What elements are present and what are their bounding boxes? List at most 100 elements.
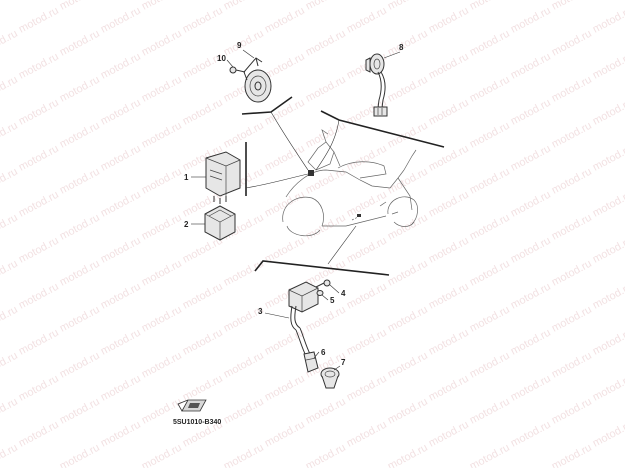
watermark-text: motod.ru: [58, 166, 102, 197]
watermark-text: motod.ru: [17, 189, 61, 220]
callout-5: 5: [321, 294, 335, 305]
watermark-text: motod.ru: [58, 74, 102, 105]
watermark-text: motod.ru: [386, 28, 430, 59]
watermark-text: motod.ru: [550, 396, 594, 427]
watermark-text: motod.ru: [591, 143, 625, 174]
watermark-text: motod.ru: [222, 120, 266, 151]
watermark-text: motod.ru: [17, 373, 61, 404]
watermark-text: motod.ru: [0, 258, 20, 289]
coil-washer-part: [316, 290, 324, 296]
watermark-text: motod.ru: [58, 442, 102, 468]
watermark-text: motod.ru: [140, 442, 184, 468]
group-line-horn: [241, 96, 309, 171]
watermark-text: motod.ru: [468, 442, 512, 468]
watermark-text: motod.ru: [345, 327, 389, 358]
watermark-text: motod.ru: [304, 28, 348, 59]
watermark-text: motod.ru: [99, 143, 143, 174]
watermark-text: motod.ru: [386, 396, 430, 427]
watermark-text: motod.ru: [509, 373, 553, 404]
watermark-text: motod.ru: [58, 258, 102, 289]
watermark-text: motod.ru: [468, 212, 512, 243]
watermark-text: motod.ru: [0, 0, 20, 13]
watermark-text: motod.ru: [386, 304, 430, 335]
watermark-text: motod.ru: [468, 396, 512, 427]
watermark-text: motod.ru: [468, 166, 512, 197]
watermark-text: motod.ru: [550, 166, 594, 197]
svg-text:3: 3: [258, 307, 263, 316]
watermark-text: motod.ru: [427, 373, 471, 404]
watermark-text: motod.ru: [181, 97, 225, 128]
watermark-text: motod.ru: [304, 396, 348, 427]
watermark-text: motod.ru: [345, 419, 389, 450]
watermark-text: motod.ru: [181, 373, 225, 404]
watermark-text: motod.ru: [222, 28, 266, 59]
callout-9: 9: [237, 41, 255, 59]
watermark-text: motod.ru: [17, 327, 61, 358]
watermark-text: motod.ru: [0, 304, 20, 335]
watermark-text: motod.ru: [468, 0, 512, 13]
watermark-text: motod.ru: [140, 258, 184, 289]
watermark-text: motod.ru: [140, 166, 184, 197]
svg-text:7: 7: [341, 358, 346, 367]
watermark-text: motod.ru: [17, 281, 61, 312]
watermark-text: motod.ru: [304, 442, 348, 468]
watermark-text: motod.ru: [509, 419, 553, 450]
svg-text:8: 8: [399, 43, 404, 52]
watermark-text: motod.ru: [386, 350, 430, 381]
watermark-text: motod.ru: [58, 28, 102, 59]
watermark-text: motod.ru: [140, 304, 184, 335]
watermark-text: motod.ru: [0, 350, 20, 381]
watermark-text: motod.ru: [591, 419, 625, 450]
watermark-text: motod.ru: [17, 5, 61, 36]
watermark-text: motod.ru: [550, 120, 594, 151]
watermark-text: motod.ru: [550, 0, 594, 13]
watermark-text: motod.ru: [0, 442, 20, 468]
watermark-text: motod.ru: [468, 74, 512, 105]
watermark-text: motod.ru: [345, 143, 389, 174]
watermark-text: motod.ru: [550, 74, 594, 105]
watermark-text: motod.ru: [222, 0, 266, 13]
watermark-text: motod.ru: [550, 350, 594, 381]
watermark-text: motod.ru: [140, 28, 184, 59]
watermark-text: motod.ru: [140, 74, 184, 105]
watermark-text: motod.ru: [99, 51, 143, 82]
watermark-text: motod.ru: [509, 235, 553, 266]
relay-part: [205, 151, 241, 204]
watermark-text: motod.ru: [468, 28, 512, 59]
callout-10: 10: [217, 54, 234, 68]
watermark-text: motod.ru: [263, 419, 307, 450]
sensor-part: [365, 53, 388, 117]
horn-part: [243, 57, 272, 103]
watermark-text: motod.ru: [99, 327, 143, 358]
watermark-text: motod.ru: [550, 304, 594, 335]
watermark-text: motod.ru: [17, 143, 61, 174]
watermark-text: motod.ru: [427, 5, 471, 36]
watermark-text: motod.ru: [99, 235, 143, 266]
callout-1: 1: [184, 173, 206, 182]
watermark-text: motod.ru: [386, 166, 430, 197]
watermark-text: motod.ru: [304, 120, 348, 151]
watermark-text: motod.ru: [509, 143, 553, 174]
svg-text:1: 1: [184, 173, 189, 182]
watermark-text: motod.ru: [345, 281, 389, 312]
watermark-text: motod.ru: [304, 0, 348, 13]
watermark-text: motod.ru: [550, 258, 594, 289]
watermark-text: motod.ru: [550, 442, 594, 468]
watermark-text: motod.ru: [181, 281, 225, 312]
watermark-text: motod.ru: [468, 350, 512, 381]
watermark-text: motod.ru: [17, 97, 61, 128]
watermark-text: motod.ru: [0, 120, 20, 151]
watermark-text: motod.ru: [17, 419, 61, 450]
watermark-text: motod.ru: [140, 120, 184, 151]
watermark-text: motod.ru: [304, 74, 348, 105]
boot-cap-part: [320, 367, 340, 389]
watermark-text: motod.ru: [591, 51, 625, 82]
ignition-coil-part: [288, 281, 319, 357]
watermark-text: motod.ru: [0, 28, 20, 59]
callout-4: 4: [329, 284, 346, 298]
front-arrow-icon: [177, 399, 207, 412]
watermark-text: motod.ru: [427, 235, 471, 266]
svg-text:6: 6: [321, 348, 326, 357]
watermark-text: motod.ru: [468, 258, 512, 289]
